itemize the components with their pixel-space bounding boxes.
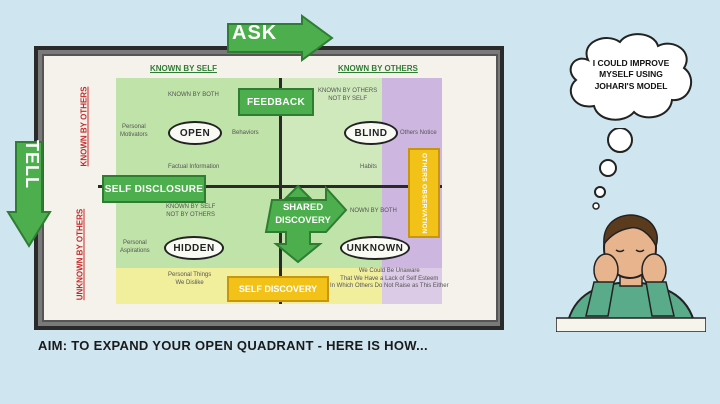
thought-text: I COULD IMPROVE MYSELF USING JOHARI'S MO… <box>592 58 670 91</box>
vertical-axis <box>279 78 282 304</box>
self-disclosure-box: SELF DISCLOSURE <box>102 175 206 203</box>
unknown-note: NOWN BY BOTH <box>350 208 397 214</box>
header-known-by-self: KNOWN BY SELF <box>150 64 217 73</box>
tell-arrow-icon <box>6 141 52 248</box>
self-discovery-box: SELF DISCOVERY <box>227 276 329 302</box>
open-note: KNOWN BY BOTH <box>168 92 219 98</box>
others-observation-label: OTHERS OBSERVATION <box>420 152 428 234</box>
blind-note: KNOWN BY OTHERS NOT BY SELF <box>318 88 378 102</box>
others-observation-box: OTHERS OBSERVATION <box>408 148 440 238</box>
ask-label: ASK <box>232 22 278 44</box>
shared-discovery-label: SHARED DISCOVERY <box>275 202 331 226</box>
feedback-box: FEEDBACK <box>238 88 314 116</box>
factual-information-label: Factual Information <box>168 164 220 170</box>
thought-trail-icon <box>592 128 633 210</box>
unknown-corner-zone <box>382 268 442 304</box>
behaviors-label: Behaviors <box>232 130 259 136</box>
unaware-label: We Could Be Unaware That We Have a Lack … <box>330 268 449 289</box>
unknown-quadrant-oval: UNKNOWN <box>340 236 410 260</box>
header-known-by-others: KNOWN BY OTHERS <box>338 64 418 73</box>
hidden-note: KNOWN BY SELF NOT BY OTHERS <box>166 204 216 218</box>
thinking-person-icon <box>556 214 706 332</box>
others-notice-label: Others Notice <box>400 130 437 136</box>
personal-aspirations-label: Personal Aspirations <box>120 240 150 254</box>
blind-quadrant-oval: BLIND <box>344 121 398 145</box>
open-quadrant-oval: OPEN <box>168 121 222 145</box>
personal-things-label: Personal Things We Dislike <box>168 272 212 286</box>
tell-label: TELL <box>22 140 42 189</box>
ask-arrow-icon <box>227 14 334 62</box>
horizontal-axis <box>98 185 442 188</box>
aim-caption: AIM: TO EXPAND YOUR OPEN QUADRANT - HERE… <box>38 338 428 353</box>
shared-discovery-arrows <box>264 184 348 264</box>
habits-label: Habits <box>360 164 378 170</box>
hidden-quadrant-oval: HIDDEN <box>164 236 224 260</box>
side-header-known-by-others: KNOWN BY OTHERS <box>79 86 89 167</box>
personal-motivators-label: Personal Motivators <box>120 124 148 138</box>
thought-bubble <box>569 33 693 121</box>
side-header-unknown-by-others: UNKNOWN BY OTHERS <box>75 208 85 301</box>
